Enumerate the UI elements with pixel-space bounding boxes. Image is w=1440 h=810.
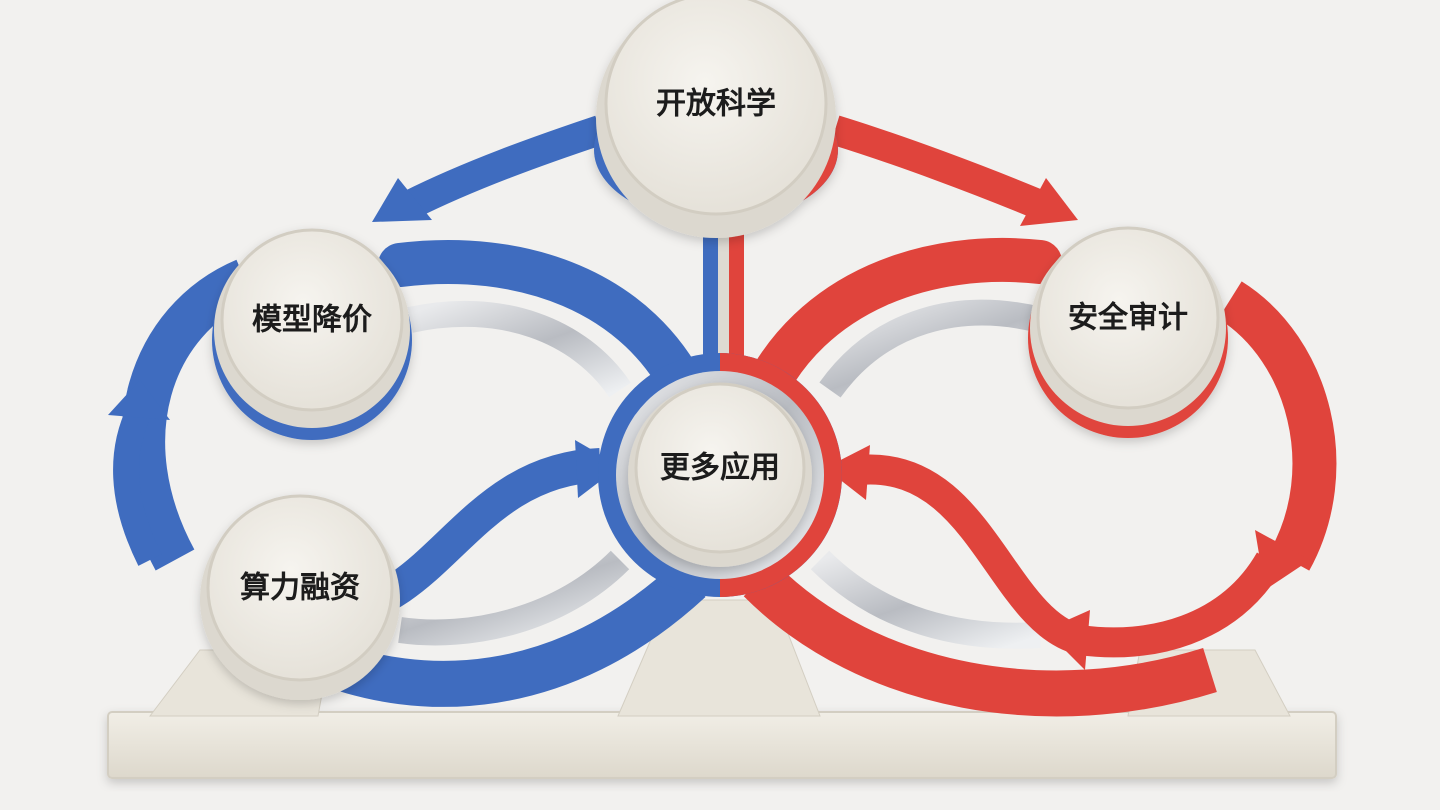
node-open-science: 开放科学 [594, 0, 838, 238]
metal-rings [398, 299, 1044, 649]
arrow-up-left [108, 380, 170, 420]
arrow-to-more-applications-blue [575, 440, 620, 498]
node-label-model-price-cut: 模型降价 [252, 303, 372, 338]
node-security-audit: 安全审计 [1028, 226, 1228, 438]
arrow-to-model-price-cut [372, 178, 432, 222]
arrow-left-bottom [1045, 610, 1090, 670]
arrow-to-more-applications-red [825, 445, 870, 500]
node-label-compute-financing: 算力融资 [240, 571, 360, 606]
node-label-more-applications: 更多应用 [660, 451, 780, 486]
arrow-to-security-audit [1020, 178, 1078, 226]
node-model-price-cut: 模型降价 [212, 228, 412, 440]
top-arrows [372, 115, 1078, 358]
arrow-down-right [1255, 530, 1310, 590]
node-label-open-science: 开放科学 [656, 87, 776, 122]
node-label-security-audit: 安全审计 [1068, 301, 1188, 336]
node-more-applications: 更多应用 [628, 382, 812, 567]
red-loop [738, 237, 1337, 717]
node-compute-financing: 算力融资 [200, 494, 400, 700]
